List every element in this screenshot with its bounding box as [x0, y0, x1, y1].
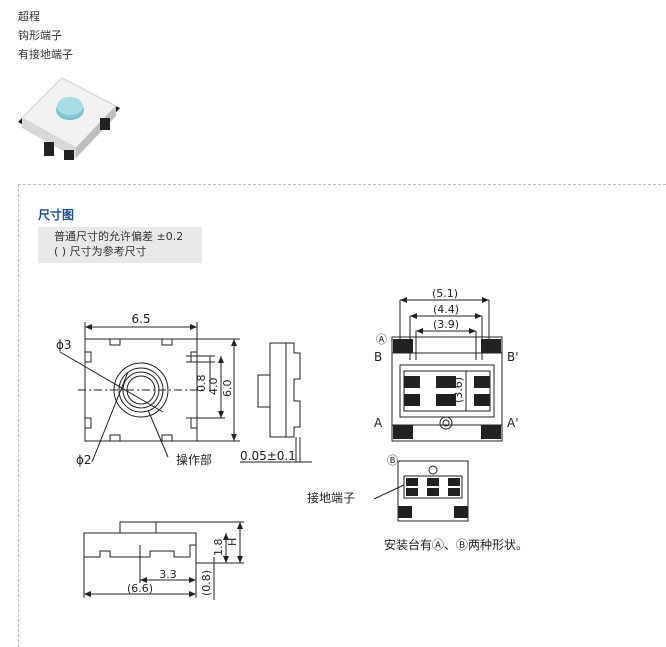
label-a-prime: A' — [507, 416, 519, 430]
dim-h: H — [226, 538, 239, 546]
dim-0-8: 0.8 — [195, 375, 208, 393]
mount-view-b-body — [397, 460, 469, 522]
feature-ground-terminal: 有接地端子 — [18, 48, 73, 61]
dim-0-8-ref: (0.8) — [200, 570, 213, 596]
dim-tolerance: 0.05±0.1 — [240, 449, 296, 463]
label-a: A — [374, 416, 383, 430]
dim-6-0: 6.0 — [221, 380, 234, 398]
dim-diameter-inner: ϕ2 — [76, 453, 92, 467]
dim-3-6: (3.6) — [452, 377, 465, 403]
side-view-body — [269, 342, 301, 438]
mount-caption: 安装台有Ⓐ、Ⓑ两种形状。 — [384, 537, 528, 552]
dim-6-6: (6.6) — [127, 582, 153, 595]
mount-view-a-body — [391, 336, 503, 442]
dim-4-4: (4.4) — [433, 303, 459, 316]
label-b-prime: B' — [507, 350, 519, 364]
section-title: 尺寸图 — [38, 208, 75, 222]
mark-a: Ⓐ — [376, 333, 387, 346]
dim-5-1: (5.1) — [432, 287, 458, 300]
dim-diameter-outer: ϕ3 — [56, 338, 72, 352]
tolerance-note-box: 普通尺寸的允许偏差 ±0.2 ( ) 尺寸为参考尺寸 — [38, 227, 202, 263]
ground-terminal-label: 接地端子 — [307, 490, 355, 505]
reference-note: ( ) 尺寸为参考尺寸 — [54, 245, 147, 258]
label-b: B — [374, 350, 382, 364]
section-left-border — [18, 184, 19, 647]
feature-overtravel: 超程 — [18, 10, 40, 23]
mark-b: Ⓑ — [387, 454, 398, 467]
feature-hook-terminal: 钩形端子 — [18, 29, 62, 42]
dim-4-0: 4.0 — [207, 378, 220, 396]
tolerance-note: 普通尺寸的允许偏差 ±0.2 — [54, 230, 184, 243]
dim-3-9: (3.9) — [433, 318, 459, 331]
dim-3-3: 3.3 — [159, 568, 177, 581]
section-divider — [18, 184, 666, 185]
dim-1-8: 1.8 — [212, 539, 225, 557]
dim-width: 6.5 — [131, 312, 150, 326]
front-view-body — [83, 532, 197, 558]
actuator-label: 操作部 — [176, 452, 212, 467]
